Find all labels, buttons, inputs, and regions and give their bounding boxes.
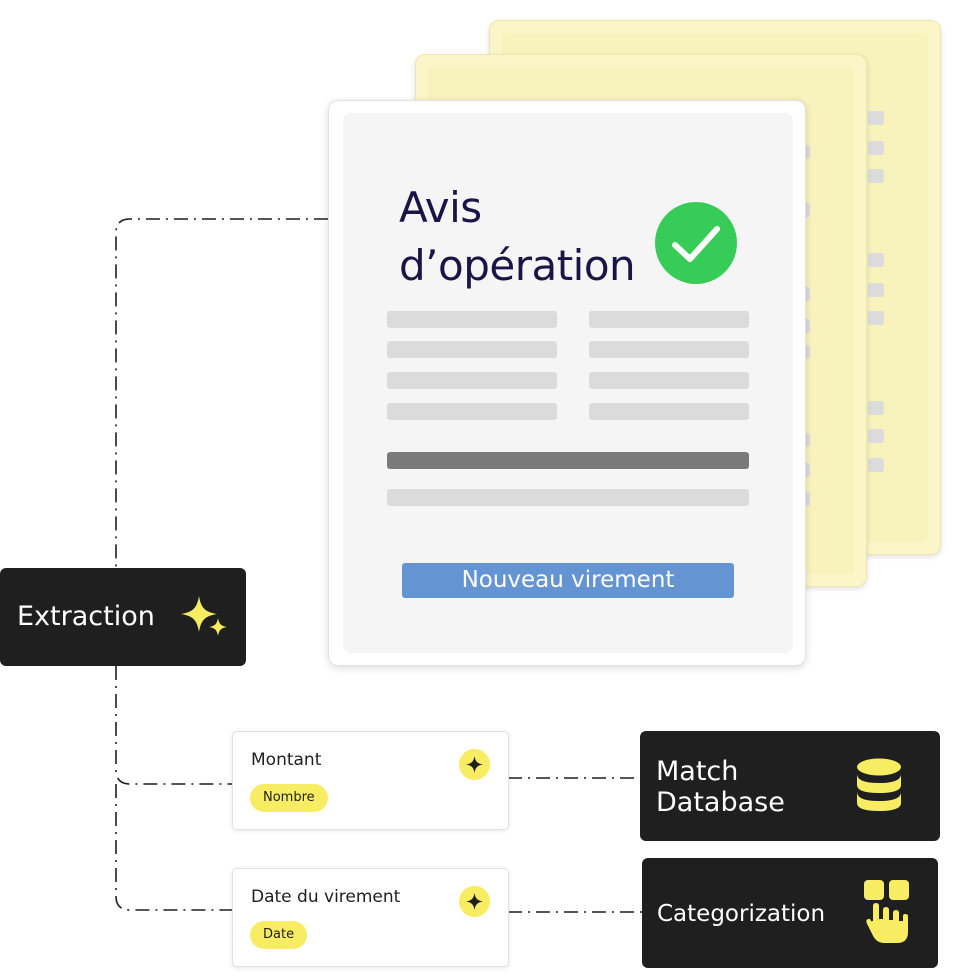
text-placeholder-bar [387,403,557,420]
text-placeholder-bar [387,311,557,328]
text-placeholder-bar [589,403,749,420]
text-placeholder-bar [387,489,749,506]
field-card-date-du-virement[interactable]: Date du virement Date [232,868,509,967]
hand-pointer-icon [864,880,910,945]
sparkle-icon [459,749,490,780]
text-placeholder-bar [387,372,557,389]
text-placeholder-bar [589,372,749,389]
connector-document-to-extraction [115,218,328,568]
field-type-badge: Date [250,921,308,949]
match-database-box: Match Database [640,731,940,841]
document-title-line2: d’opération [399,241,636,290]
extraction-box: Extraction [0,568,246,666]
database-icon [857,758,901,811]
highlighted-placeholder-bar [387,452,749,469]
nouveau-virement-button[interactable]: Nouveau virement [402,563,734,598]
match-database-label: Match Database [656,756,785,818]
sparkle-icon [459,886,490,917]
connector-extraction-to-date [115,784,232,911]
document-title-line1: Avis [399,183,482,232]
document-card: Avis d’opération Nouveau virement [328,100,806,666]
text-placeholder-bar [387,341,557,358]
field-type-badge: Nombre [250,784,328,812]
categorization-box: Categorization [642,858,938,968]
categorization-label: Categorization [657,901,826,927]
field-card-montant[interactable]: Montant Nombre [232,731,509,830]
text-placeholder-bar [589,311,749,328]
sparkles-icon [181,596,227,636]
extraction-label: Extraction [17,601,155,632]
check-circle-icon [655,202,737,284]
document-page: Avis d’opération Nouveau virement [343,113,793,653]
field-label: Montant [251,750,322,770]
field-label: Date du virement [251,887,401,907]
connector-extraction-to-montant [115,666,232,785]
text-placeholder-bar [589,341,749,358]
document-title: Avis d’opération [399,179,669,295]
